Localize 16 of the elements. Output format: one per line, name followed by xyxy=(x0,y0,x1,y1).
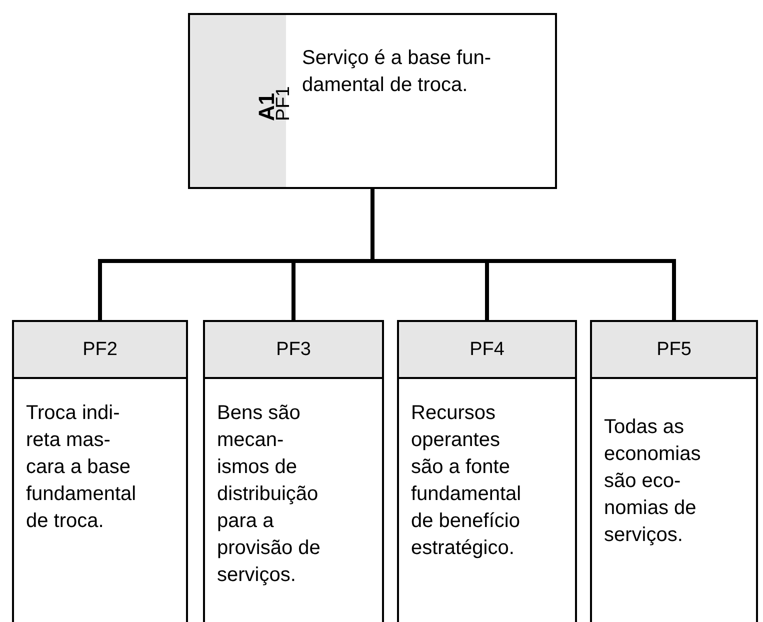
premise-label: PF1 xyxy=(274,86,293,121)
premise-label: PF2 xyxy=(14,322,186,379)
premise-text: Todas as economias são eco- nomias de serviços. xyxy=(604,415,702,548)
principle-card xyxy=(590,320,758,622)
premise-text: Troca indi- reta mas- cara a base fundamental de troca. xyxy=(26,401,138,534)
premise-label: PF5 xyxy=(592,322,756,379)
premise-text: Bens são mecan- ismos de distribuição para a provisão de serviços. xyxy=(217,401,322,588)
premise-label: PF3 xyxy=(205,322,382,379)
premise-label: PF4 xyxy=(399,322,575,379)
principle-card xyxy=(203,320,384,622)
principle-box xyxy=(188,13,557,189)
connector-line xyxy=(370,189,676,320)
premise-text: Serviço é a base fun- damental de troca. xyxy=(302,46,492,98)
premise-text: Recursos operantes são a fonte fundamental de benefício estratégico. xyxy=(411,401,522,561)
principle-card xyxy=(12,320,188,622)
principle-card xyxy=(397,320,577,622)
